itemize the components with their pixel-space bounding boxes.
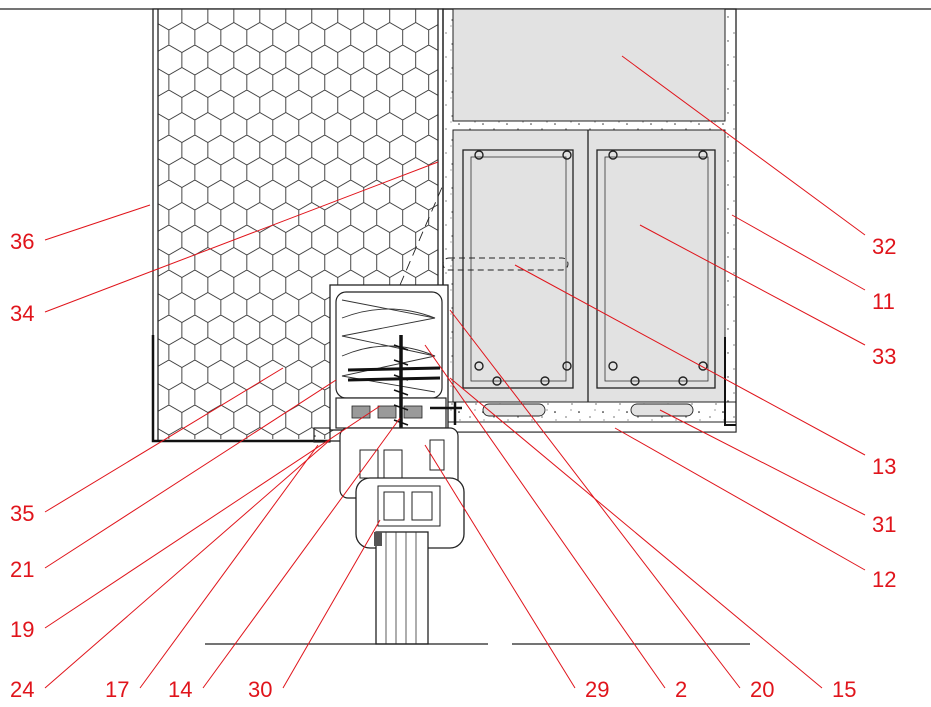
leader-lines xyxy=(44,55,866,689)
callout-19: 19 xyxy=(10,617,34,642)
callout-34: 34 xyxy=(10,301,34,326)
callout-30: 30 xyxy=(248,677,272,702)
callout-14: 14 xyxy=(168,677,192,702)
callout-15: 15 xyxy=(832,677,856,702)
callout-2: 2 xyxy=(675,677,687,702)
lower-membrane xyxy=(151,335,330,443)
callout-24: 24 xyxy=(10,677,34,702)
callout-11: 11 xyxy=(872,289,895,314)
callout-12: 12 xyxy=(872,567,896,592)
callout-29: 29 xyxy=(585,677,609,702)
callout-13: 13 xyxy=(872,454,896,479)
callout-32: 32 xyxy=(872,234,896,259)
wall-block xyxy=(442,8,737,433)
hidden-line xyxy=(399,184,444,286)
callout-17: 17 xyxy=(105,677,129,702)
callout-35: 35 xyxy=(10,501,34,526)
callout-20: 20 xyxy=(750,677,774,702)
callout-33: 33 xyxy=(872,344,896,369)
callout-36: 36 xyxy=(10,229,34,254)
callout-labels: 36 34 35 21 19 24 17 14 30 29 2 20 15 32… xyxy=(10,229,896,702)
window-frame-profile xyxy=(313,284,465,645)
callout-21: 21 xyxy=(10,557,34,582)
callout-31: 31 xyxy=(872,512,896,537)
